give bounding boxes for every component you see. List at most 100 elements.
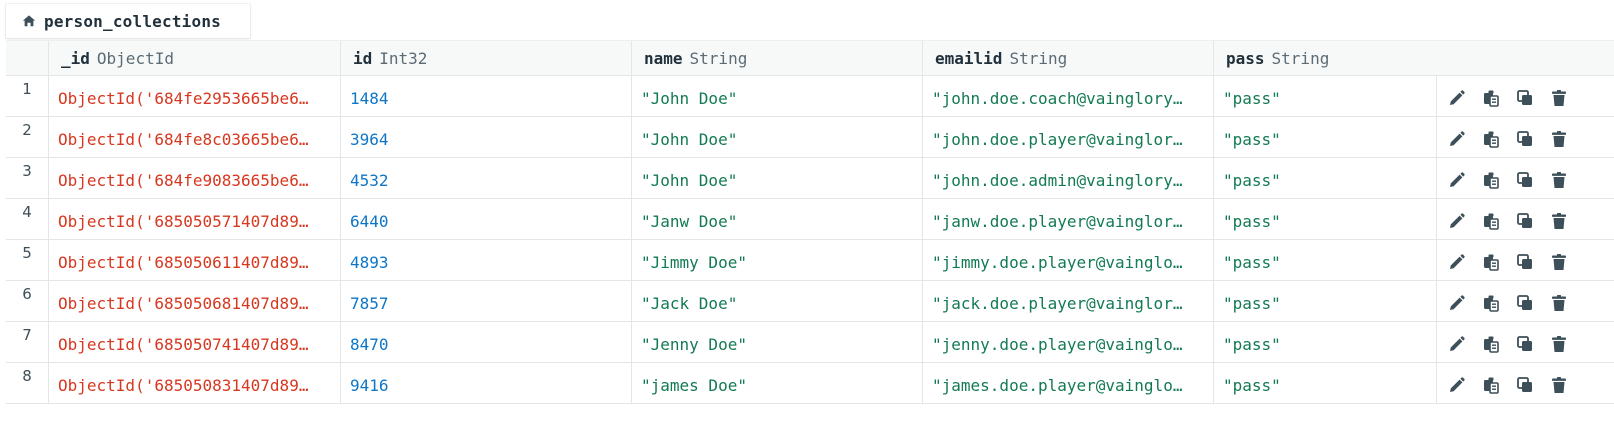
pass-cell[interactable]: "pass" (1214, 117, 1437, 157)
id-cell[interactable]: 4893 (341, 240, 632, 280)
collection-tab[interactable]: person_collections (6, 4, 250, 38)
objectid-cell[interactable]: ObjectId('684fe9083665be6… (49, 158, 341, 198)
edit-icon[interactable] (1447, 211, 1467, 231)
pass-cell[interactable]: "pass" (1214, 281, 1437, 321)
delete-icon[interactable] (1549, 129, 1569, 149)
objectid-cell[interactable]: ObjectId('685050571407d89… (49, 199, 341, 239)
id-cell[interactable]: 6440 (341, 199, 632, 239)
emailid-cell[interactable]: "john.doe.coach@vainglory… (923, 76, 1214, 116)
copy-document-icon[interactable] (1481, 211, 1501, 231)
id-cell[interactable]: 1484 (341, 76, 632, 116)
delete-icon[interactable] (1549, 88, 1569, 108)
clone-document-icon[interactable] (1515, 252, 1535, 272)
name-cell[interactable]: "John Doe" (632, 158, 923, 198)
name-cell[interactable]: "james Doe" (632, 363, 923, 403)
clone-document-icon[interactable] (1515, 88, 1535, 108)
emailid-cell[interactable]: "jack.doe.player@vainglor… (923, 281, 1214, 321)
id-value: 9416 (350, 375, 389, 395)
delete-icon[interactable] (1549, 293, 1569, 313)
num-value: 8 (22, 367, 32, 385)
pass-cell[interactable]: "pass" (1214, 199, 1437, 239)
copy-document-icon[interactable] (1481, 170, 1501, 190)
column-header-type: String (689, 48, 748, 68)
edit-icon[interactable] (1447, 129, 1467, 149)
objectid-cell[interactable]: ObjectId('685050611407d89… (49, 240, 341, 280)
home-icon (22, 14, 36, 28)
pass-value: "pass" (1223, 129, 1281, 149)
copy-document-icon[interactable] (1481, 129, 1501, 149)
objectid-cell[interactable]: ObjectId('684fe8c03665be6… (49, 117, 341, 157)
objectid-cell[interactable]: ObjectId('685050741407d89… (49, 322, 341, 362)
table-row[interactable]: 5 ObjectId('685050611407d89… 4893 "Jimmy… (6, 240, 1614, 281)
column-header-_id[interactable]: _id ObjectId (49, 41, 341, 75)
edit-icon[interactable] (1447, 170, 1467, 190)
delete-icon[interactable] (1549, 170, 1569, 190)
oid-value: ObjectId('684fe8c03665be6… (58, 129, 309, 149)
pass-cell[interactable]: "pass" (1214, 322, 1437, 362)
clone-document-icon[interactable] (1515, 334, 1535, 354)
num-value: 5 (22, 244, 32, 262)
copy-document-icon[interactable] (1481, 252, 1501, 272)
table-row[interactable]: 4 ObjectId('685050571407d89… 6440 "Janw … (6, 199, 1614, 240)
clone-document-icon[interactable] (1515, 211, 1535, 231)
table-row[interactable]: 1 ObjectId('684fe2953665be6… 1484 "John … (6, 76, 1614, 117)
table-row[interactable]: 2 ObjectId('684fe8c03665be6… 3964 "John … (6, 117, 1614, 158)
pass-value: "pass" (1223, 252, 1281, 272)
id-value: 7857 (350, 293, 389, 313)
edit-icon[interactable] (1447, 293, 1467, 313)
copy-document-icon[interactable] (1481, 88, 1501, 108)
delete-icon[interactable] (1549, 334, 1569, 354)
name-cell[interactable]: "Jenny Doe" (632, 322, 923, 362)
row-number: 2 (6, 117, 49, 157)
delete-icon[interactable] (1549, 211, 1569, 231)
name-cell[interactable]: "John Doe" (632, 117, 923, 157)
emailid-cell[interactable]: "james.doe.player@vainglo… (923, 363, 1214, 403)
pass-cell[interactable]: "pass" (1214, 76, 1437, 116)
column-header-name[interactable]: name String (632, 41, 923, 75)
clone-document-icon[interactable] (1515, 375, 1535, 395)
oid-value: ObjectId('685050571407d89… (58, 211, 309, 231)
id-cell[interactable]: 8470 (341, 322, 632, 362)
delete-icon[interactable] (1549, 252, 1569, 272)
copy-document-icon[interactable] (1481, 334, 1501, 354)
edit-icon[interactable] (1447, 375, 1467, 395)
id-cell[interactable]: 7857 (341, 281, 632, 321)
objectid-cell[interactable]: ObjectId('685050831407d89… (49, 363, 341, 403)
table-row[interactable]: 3 ObjectId('684fe9083665be6… 4532 "John … (6, 158, 1614, 199)
oid-value: ObjectId('685050741407d89… (58, 334, 309, 354)
edit-icon[interactable] (1447, 334, 1467, 354)
id-cell[interactable]: 9416 (341, 363, 632, 403)
emailid-cell[interactable]: "john.doe.admin@vainglory… (923, 158, 1214, 198)
table-row[interactable]: 8 ObjectId('685050831407d89… 9416 "james… (6, 363, 1614, 404)
id-cell[interactable]: 3964 (341, 117, 632, 157)
copy-document-icon[interactable] (1481, 293, 1501, 313)
pass-cell[interactable]: "pass" (1214, 363, 1437, 403)
objectid-cell[interactable]: ObjectId('685050681407d89… (49, 281, 341, 321)
table-row[interactable]: 7 ObjectId('685050741407d89… 8470 "Jenny… (6, 322, 1614, 363)
delete-icon[interactable] (1549, 375, 1569, 395)
clone-document-icon[interactable] (1515, 293, 1535, 313)
emailid-cell[interactable]: "jimmy.doe.player@vainglo… (923, 240, 1214, 280)
copy-document-icon[interactable] (1481, 375, 1501, 395)
column-header-id[interactable]: id Int32 (341, 41, 632, 75)
clone-document-icon[interactable] (1515, 170, 1535, 190)
table-row[interactable]: 6 ObjectId('685050681407d89… 7857 "Jack … (6, 281, 1614, 322)
edit-icon[interactable] (1447, 88, 1467, 108)
row-actions (1437, 322, 1614, 362)
clone-document-icon[interactable] (1515, 129, 1535, 149)
name-cell[interactable]: "John Doe" (632, 76, 923, 116)
column-header-pass[interactable]: pass String (1214, 41, 1437, 75)
id-cell[interactable]: 4532 (341, 158, 632, 198)
name-cell[interactable]: "Janw Doe" (632, 199, 923, 239)
column-header-emailid[interactable]: emailid String (923, 41, 1214, 75)
name-value: "Janw Doe" (641, 211, 738, 231)
name-cell[interactable]: "Jack Doe" (632, 281, 923, 321)
name-cell[interactable]: "Jimmy Doe" (632, 240, 923, 280)
emailid-cell[interactable]: "john.doe.player@vainglor… (923, 117, 1214, 157)
objectid-cell[interactable]: ObjectId('684fe2953665be6… (49, 76, 341, 116)
edit-icon[interactable] (1447, 252, 1467, 272)
emailid-cell[interactable]: "janw.doe.player@vainglor… (923, 199, 1214, 239)
emailid-cell[interactable]: "jenny.doe.player@vainglo… (923, 322, 1214, 362)
pass-cell[interactable]: "pass" (1214, 240, 1437, 280)
pass-cell[interactable]: "pass" (1214, 158, 1437, 198)
